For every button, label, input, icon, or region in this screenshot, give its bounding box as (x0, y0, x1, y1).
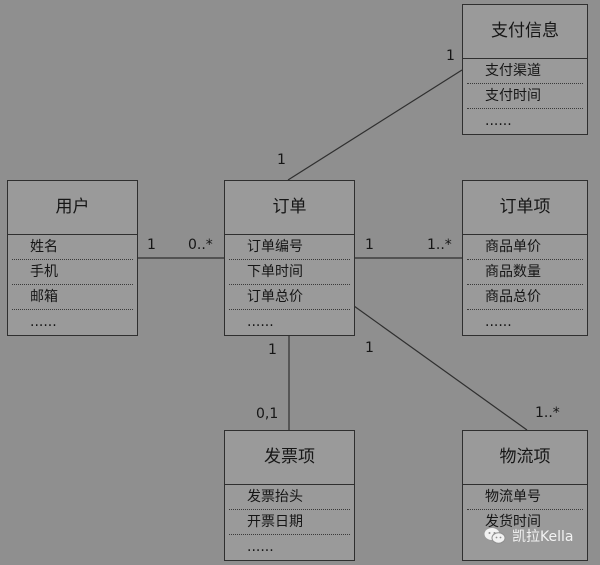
attribute: 物流单号 (467, 485, 583, 510)
multiplicity-order-user-end: 0..* (188, 237, 213, 253)
attribute: 商品单价 (467, 235, 583, 260)
attribute: 发票抬头 (229, 485, 350, 510)
attribute-list: 订单编号 下单时间 订单总价 ...... (225, 235, 354, 334)
class-invoice[interactable]: 发票项 发票抬头 开票日期 ...... (224, 430, 355, 561)
attribute-list: 支付渠道 支付时间 ...... (463, 59, 587, 133)
class-order[interactable]: 订单 订单编号 下单时间 订单总价 ...... (224, 180, 355, 336)
attribute: ...... (485, 314, 512, 330)
class-order-item[interactable]: 订单项 商品单价 商品数量 商品总价 ...... (462, 180, 588, 336)
attribute: 姓名 (12, 235, 133, 260)
multiplicity-logistics-order-end: 1 (365, 340, 374, 356)
attribute-list: 商品单价 商品数量 商品总价 ...... (463, 235, 587, 334)
multiplicity-invoice-order-end: 1 (268, 342, 277, 358)
attribute-list: 发票抬头 开票日期 ...... (225, 485, 354, 559)
attribute-list: 物流单号 发货时间 (463, 485, 587, 534)
attribute: 发货时间 (485, 514, 541, 530)
class-title: 发票项 (225, 431, 354, 485)
multiplicity-invoice-end: 0,1 (256, 406, 279, 422)
class-title: 订单 (225, 181, 354, 235)
attribute-list: 姓名 手机 邮箱 ...... (8, 235, 137, 334)
attribute: 订单编号 (229, 235, 350, 260)
attribute: 邮箱 (12, 285, 133, 310)
class-user[interactable]: 用户 姓名 手机 邮箱 ...... (7, 180, 138, 336)
attribute: 下单时间 (229, 260, 350, 285)
multiplicity-order-item-order-end: 1 (365, 237, 374, 253)
attribute: 订单总价 (229, 285, 350, 310)
attribute: ...... (485, 113, 512, 129)
class-payment-info[interactable]: 支付信息 支付渠道 支付时间 ...... (462, 4, 588, 135)
class-title: 用户 (8, 181, 137, 235)
multiplicity-payment-end: 1 (446, 48, 455, 64)
wechat-icon (484, 527, 506, 545)
multiplicity-order-payment-end: 1 (277, 152, 286, 168)
attribute: 开票日期 (229, 510, 350, 535)
attribute: 支付时间 (467, 84, 583, 109)
line-order-payment (287, 69, 463, 181)
attribute: ...... (30, 314, 57, 330)
class-title: 订单项 (463, 181, 587, 235)
attribute: ...... (247, 314, 274, 330)
multiplicity-user-end: 1 (147, 237, 156, 253)
attribute: ...... (247, 539, 274, 555)
multiplicity-order-item-end: 1..* (427, 237, 452, 253)
class-logistics[interactable]: 物流项 物流单号 发货时间 (462, 430, 588, 561)
watermark: 凯拉Kella (484, 526, 573, 546)
line-order-logistics (353, 305, 528, 431)
class-title: 支付信息 (463, 5, 587, 59)
watermark-text: 凯拉Kella (512, 529, 574, 545)
attribute: 支付渠道 (467, 59, 583, 84)
attribute: 商品总价 (467, 285, 583, 310)
attribute: 商品数量 (467, 260, 583, 285)
class-title: 物流项 (463, 431, 587, 485)
attribute: 手机 (12, 260, 133, 285)
multiplicity-logistics-end: 1..* (535, 405, 560, 421)
